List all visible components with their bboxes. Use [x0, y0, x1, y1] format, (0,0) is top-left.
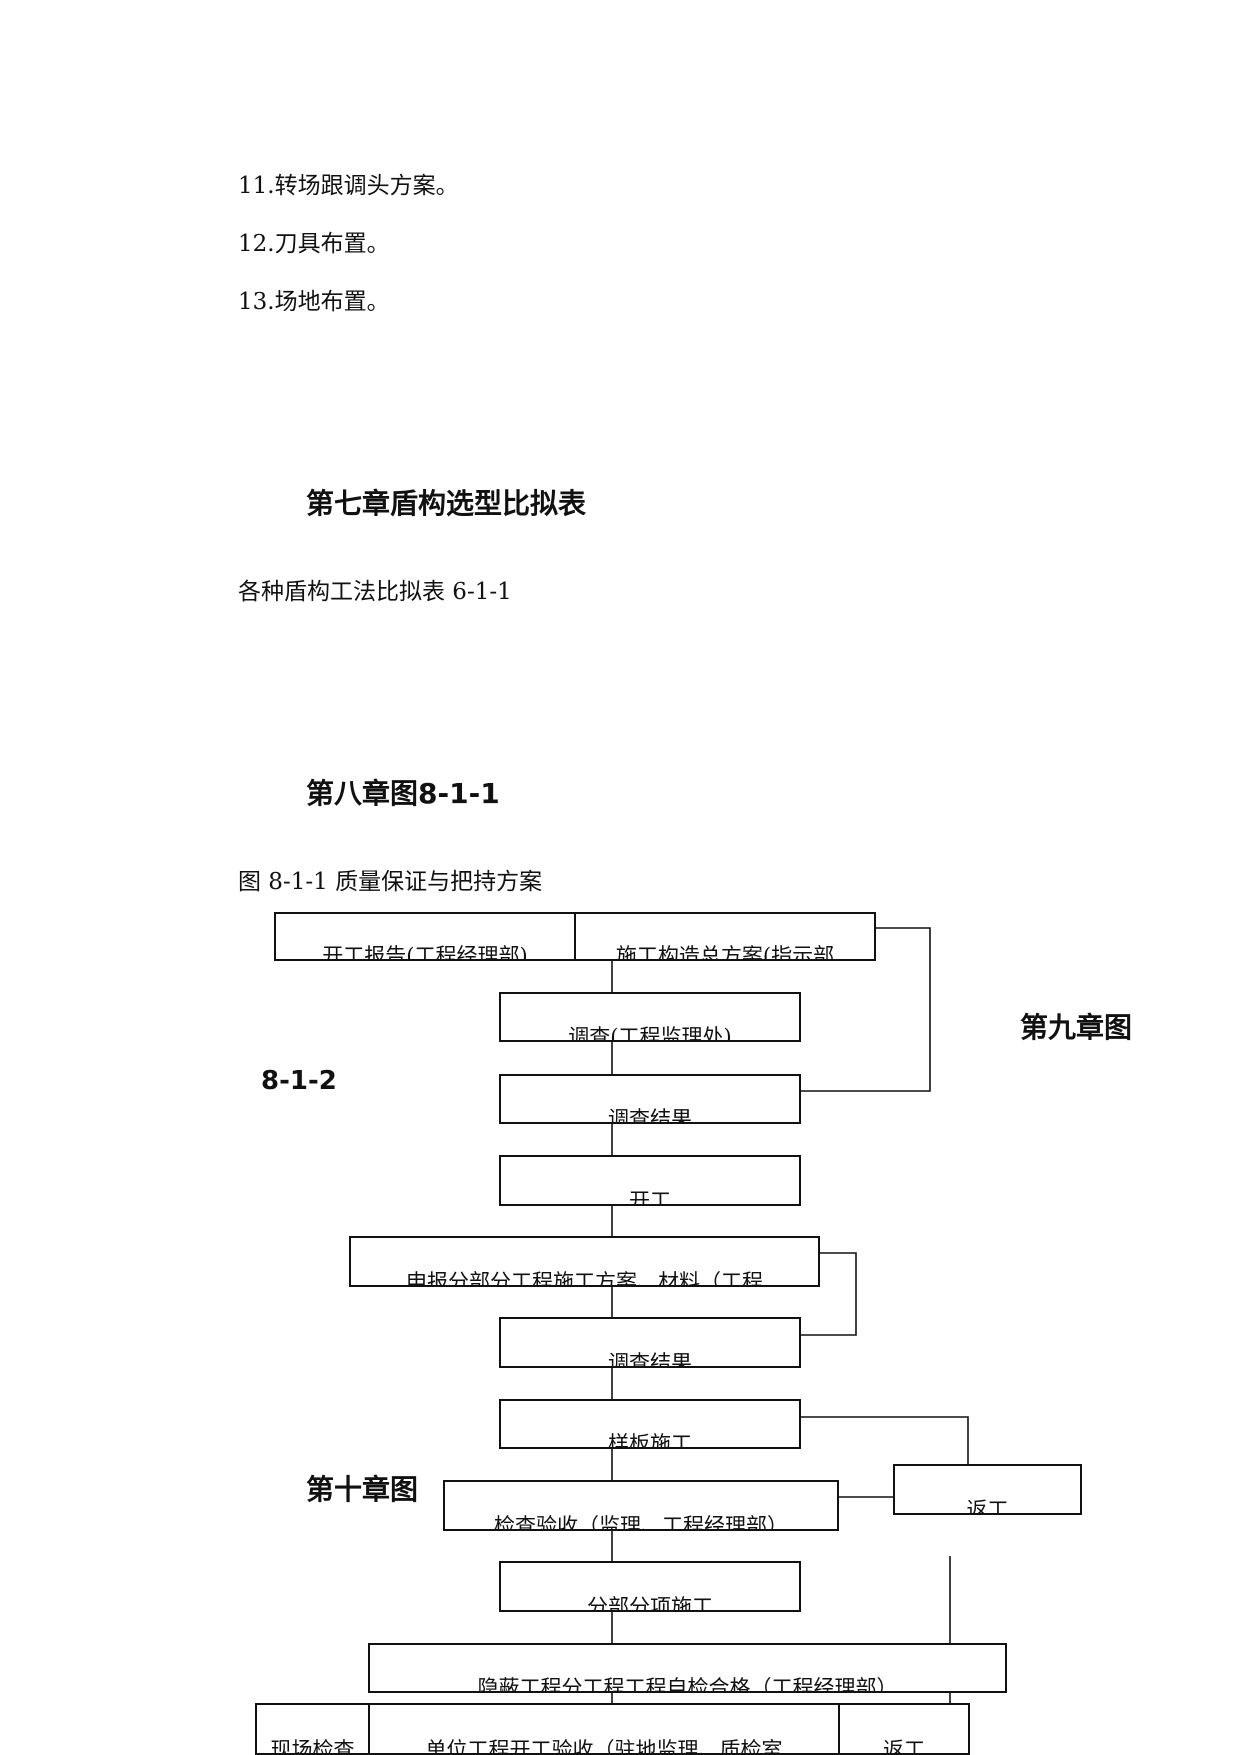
sample-construction-box: 样板施工 [499, 1399, 801, 1449]
chapter-9-heading: 第九章图 [1020, 1011, 1133, 1044]
chapter-9-sub: 8-1-2 [261, 1066, 337, 1096]
construction-plan-box: 施工构造总方案(指示部 [574, 912, 876, 961]
submit-plan-box: 申报分部分工程施工方案、材料（工程 [349, 1236, 820, 1287]
start-work-box: 开工 [499, 1155, 801, 1206]
unit-acceptance-box: 单位工程开工验收（驻地监理、质检室 [368, 1703, 840, 1755]
rework-box-2: 返工 [838, 1703, 970, 1755]
rework-box: 返工 [893, 1464, 1082, 1515]
start-report-box: 开工报告(工程经理部) [274, 912, 576, 961]
inspection-box: 检查验收（监理、工程经理部） [443, 1480, 839, 1531]
list-item: 12.刀具布置。 [238, 231, 390, 257]
chapter-8-caption: 图 8-1-1 质量保证与把持方案 [238, 869, 543, 895]
chapter-8-heading: 第八章图8-1-1 [306, 777, 500, 810]
chapter-10-heading: 第十章图 [306, 1473, 419, 1506]
review-result-box: 调查结果 [499, 1074, 801, 1124]
list-item: 13.场地布置。 [238, 289, 390, 315]
review-box: 调查(工程监理处) [499, 992, 801, 1042]
subproject-construction-box: 分部分项施工 [499, 1561, 801, 1612]
list-item: 11.转场跟调头方案。 [238, 173, 459, 199]
site-check-box: 现场检查 [255, 1703, 370, 1755]
hidden-works-box: 隐蔽工程分工程工程自检合格（工程经理部） [368, 1643, 1007, 1693]
review-result-box-2: 调查结果 [499, 1317, 801, 1368]
chapter-7-caption: 各种盾构工法比拟表 6-1-1 [238, 579, 512, 605]
chapter-7-heading: 第七章盾构选型比拟表 [306, 487, 587, 520]
